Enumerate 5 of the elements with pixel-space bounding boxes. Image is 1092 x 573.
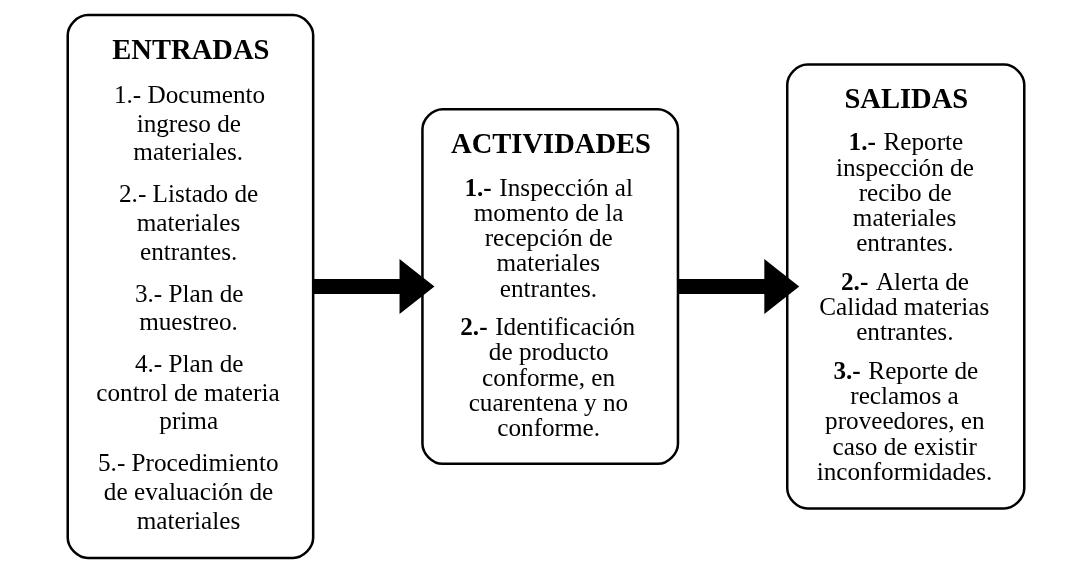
node-box: ENTRADAS 1.- Documento ingreso de materiales. 2.- Listado de materiales entrantes. 3.- Plan de muestreo. 4.- Plan de control de materia prima 5.- Procedimiento de evaluación de materiales xyxy=(66,13,315,560)
arrow xyxy=(678,259,800,314)
arrow xyxy=(313,259,435,314)
node-box: SALIDAS 1.- Reporte inspección de recibo de materiales entrantes. 2.- Alerta de Calidad materias entrantes. 3.- Reporte de reclamos a proveedores, en caso de existir inconformidades. xyxy=(786,63,1026,510)
node-box: ACTIVIDADES 1.- Inspección al momento de la recepción de materiales entrantes. 2.- Identificación de producto conforme, en cuarentena y no conforme. xyxy=(421,107,680,466)
